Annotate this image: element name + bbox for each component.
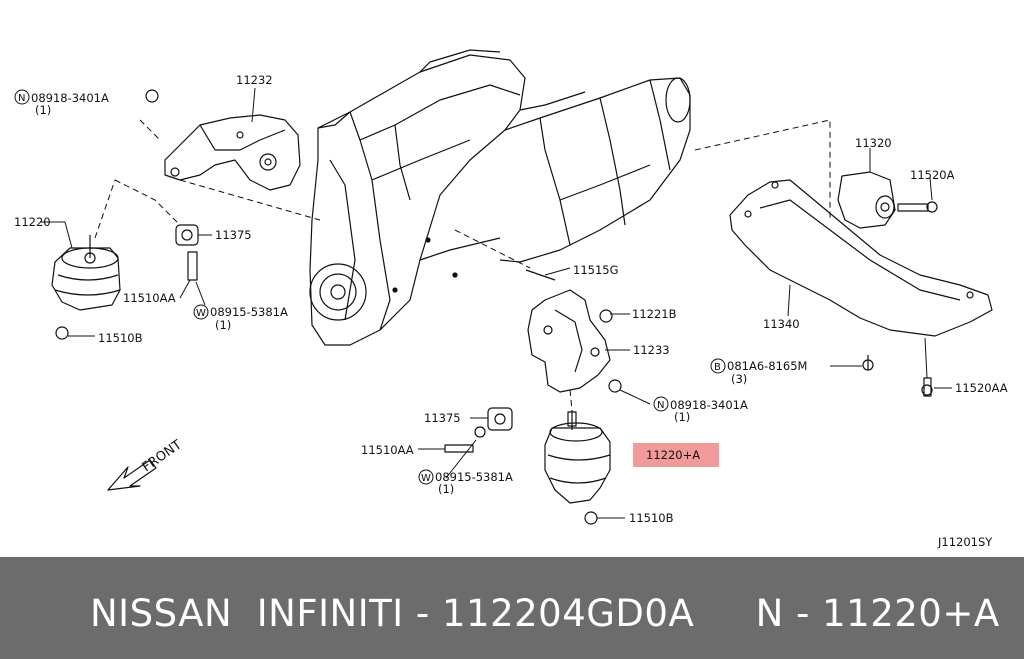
- front-arrow-icon: [107, 459, 157, 491]
- label-front: FRONT: [140, 437, 185, 475]
- engine-block: [309, 49, 526, 346]
- label-qty-1c: (1): [674, 410, 690, 424]
- svg-text:N: N: [18, 93, 25, 104]
- label-11510AA-left: 11510AA: [123, 291, 176, 305]
- label-11320: 11320: [855, 136, 892, 150]
- label-11221B: 11221B: [632, 307, 677, 321]
- bolt-symbol: B: [710, 358, 726, 374]
- label-qty-1d: (1): [438, 482, 454, 496]
- washer-symbol-mid: W: [418, 469, 434, 485]
- label-11520A: 11520A: [910, 168, 955, 182]
- label-11520AA: 11520AA: [955, 381, 1008, 395]
- dashed-guides: [94, 119, 831, 411]
- label-08918-top: 08918-3401A: [31, 91, 109, 105]
- label-11510AA-mid: 11510AA: [361, 443, 414, 457]
- label-qty-1b: (1): [215, 318, 231, 332]
- label-11340: 11340: [763, 317, 800, 331]
- label-081A6: 081A6-8165M: [727, 359, 807, 373]
- label-qty-1a: (1): [35, 103, 51, 117]
- label-11510B-left: 11510B: [98, 331, 143, 345]
- label-11375-left: 11375: [215, 228, 252, 242]
- label-08915-left: 08915-5381A: [210, 305, 288, 319]
- label-11510B-mid: 11510B: [629, 511, 674, 525]
- svg-text:W: W: [421, 473, 431, 484]
- label-ref-code: J11201SY: [937, 535, 993, 549]
- svg-text:W: W: [196, 308, 206, 319]
- mount-11220-left: [51, 235, 121, 311]
- part-number-banner: [0, 557, 1024, 659]
- label-08918-mid: 08918-3401A: [670, 398, 748, 412]
- nut-symbol-mid: N: [653, 396, 669, 412]
- nut-symbol: N: [14, 89, 30, 105]
- svg-text:B: B: [714, 362, 721, 373]
- parts-diagram: N 08918-3401A (1) 11232 11220 11375 1151…: [14, 49, 1008, 549]
- washer-symbol: W: [193, 304, 209, 320]
- bracket-11233: [527, 289, 613, 393]
- crossmember-11340: [729, 179, 993, 337]
- label-11220A: 11220+A: [646, 448, 700, 462]
- highlight-box: [633, 443, 719, 467]
- label-11375-mid: 11375: [424, 411, 461, 425]
- svg-text:N: N: [657, 400, 664, 411]
- bracket-11232: [164, 114, 301, 191]
- banner-text: NISSAN INFINITI - 112204GD0A N - 11220+A: [90, 592, 1000, 635]
- leader-lines: [40, 87, 952, 519]
- label-11220: 11220: [14, 215, 51, 229]
- transmission: [499, 77, 691, 263]
- label-11233: 11233: [633, 343, 670, 357]
- label-qty-3: (3): [731, 372, 747, 386]
- label-08915-mid: 08915-5381A: [435, 470, 513, 484]
- label-11515G: 11515G: [573, 263, 619, 277]
- label-11232: 11232: [236, 73, 273, 87]
- mid-small-parts: [444, 269, 622, 453]
- mount-11320-right: [837, 171, 938, 397]
- mount-11220A-mid: [544, 410, 611, 525]
